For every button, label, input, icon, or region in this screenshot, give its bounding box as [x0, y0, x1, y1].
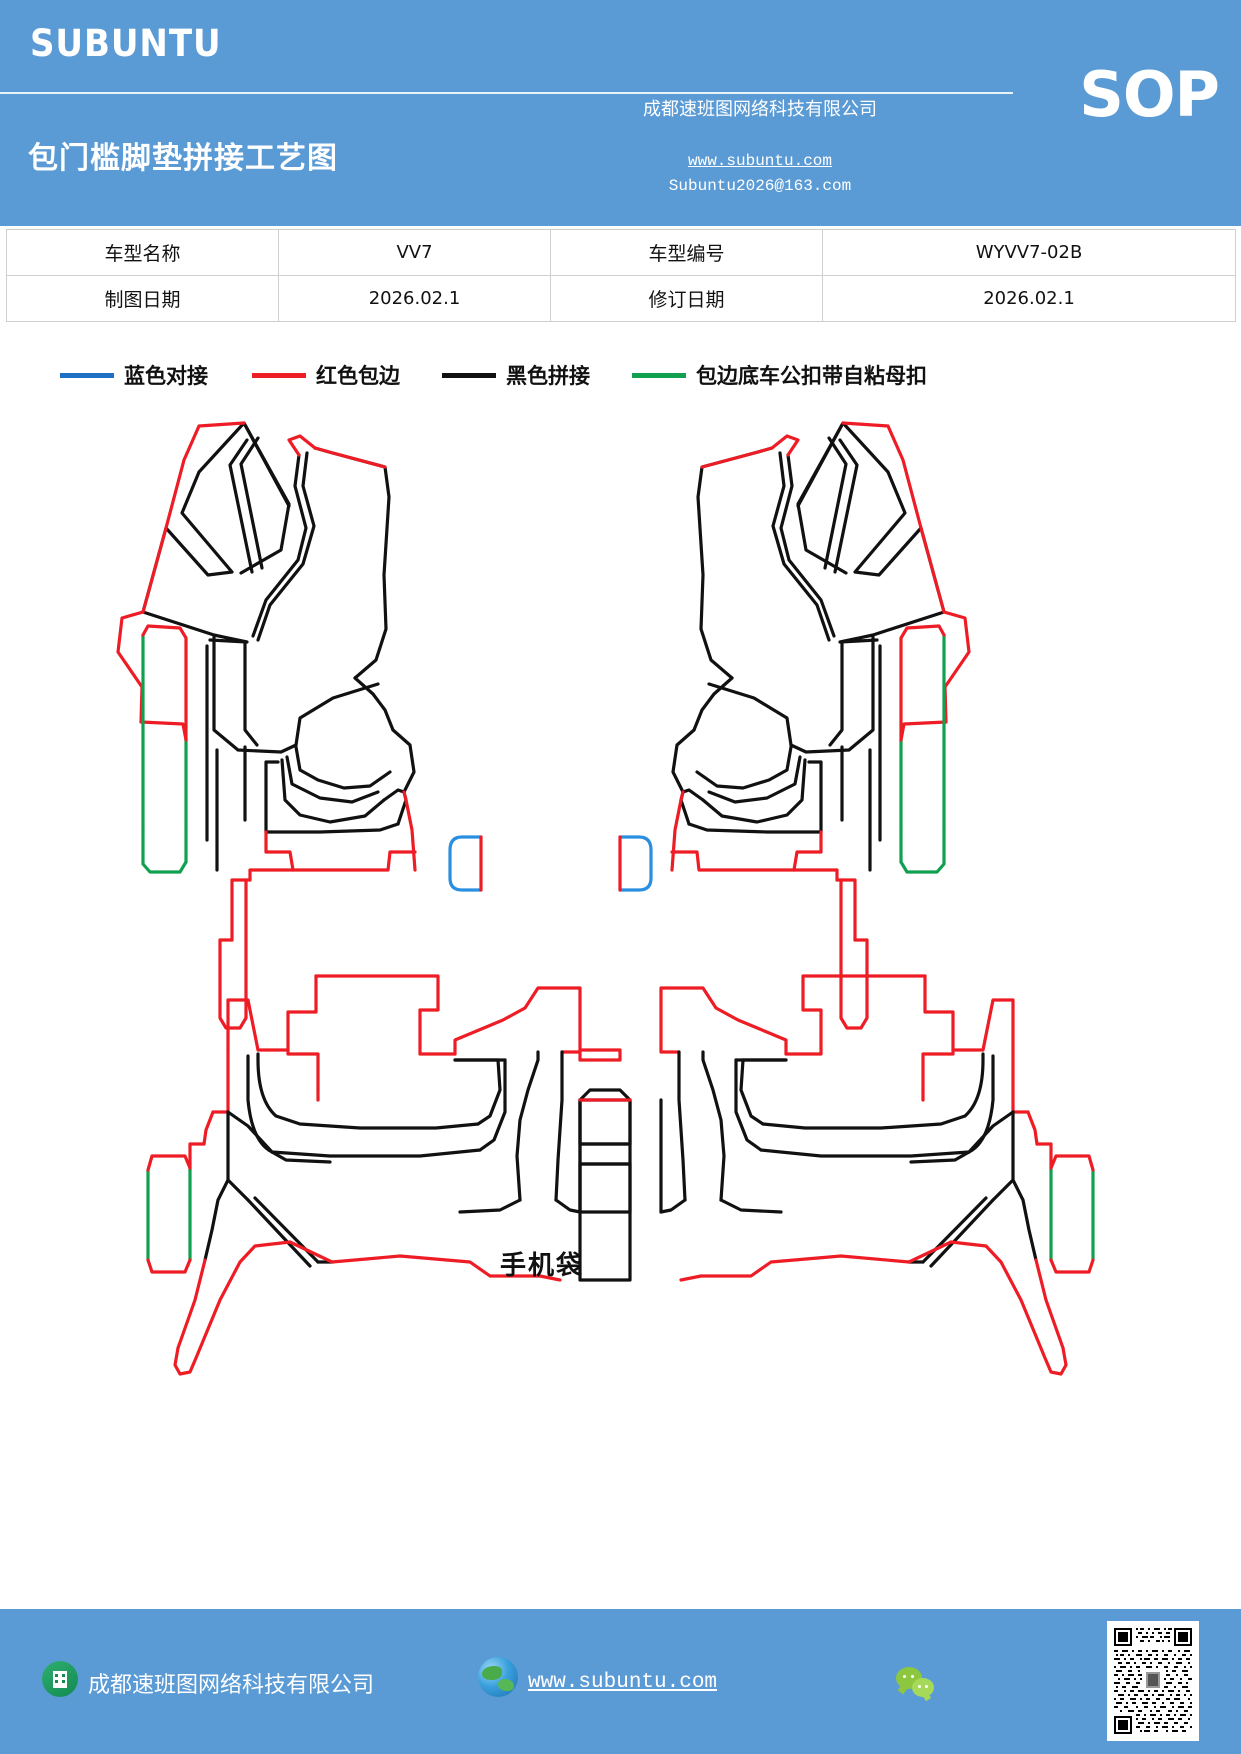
green-line-icon: [632, 372, 686, 378]
legend-label: 红色包边: [316, 364, 400, 388]
blue-line-icon: [60, 372, 114, 378]
legend-label: 黑色拼接: [506, 364, 590, 388]
qr-code: [1107, 1621, 1199, 1741]
label-draw-date: 制图日期: [6, 275, 279, 322]
value-draw-date: 2026.02.1: [278, 275, 551, 322]
front-right-mat-binding: [670, 421, 971, 1030]
page-header: SUBUNTU 包门槛脚垫拼接工艺图 成都速班图网络科技有限公司 www.sub…: [0, 0, 1241, 226]
value-model-code: WYVV7-02B: [822, 229, 1236, 276]
legend-item-black-splice: 黑色拼接: [442, 360, 590, 390]
legend: 蓝色对接 红色包边 黑色拼接 包边底车公扣带自粘母扣: [60, 360, 1090, 390]
header-divider: [0, 92, 1013, 94]
vehicle-info-table: 车型名称 VV7 车型编号 WYVV7-02B 制图日期 2026.02.1 修…: [6, 229, 1236, 322]
document-type-badge: SOP: [1079, 58, 1220, 131]
front-left-mat: [141, 421, 416, 872]
technical-drawing: 手机袋: [0, 400, 1241, 1430]
label-revision-date: 修订日期: [550, 275, 823, 322]
rear-mat-assembly-splices: [203, 1050, 1038, 1268]
globe-icon: [478, 1657, 518, 1697]
phone-pocket-left: [448, 835, 483, 892]
front-right-mat: [671, 421, 946, 872]
legend-item-red-edge-binding: 红色包边: [252, 360, 400, 390]
label-model-code: 车型编号: [550, 229, 823, 276]
table-row: 车型名称 VV7 车型编号 WYVV7-02B: [6, 229, 1236, 276]
front-right-sill-strip: [899, 624, 946, 874]
front-left-mat-binding: [116, 421, 417, 1030]
header-email: Subuntu2026@163.com: [668, 177, 852, 195]
header-website-link[interactable]: www.subuntu.com: [687, 152, 833, 170]
legend-item-green-hook-loop: 包边底车公扣带自粘母扣: [632, 360, 927, 390]
footer-website-link[interactable]: www.subuntu.com: [528, 1671, 718, 1694]
black-line-icon: [442, 372, 496, 378]
phone-pocket-label: 手机袋: [500, 1251, 585, 1281]
phone-pocket-right: [618, 835, 653, 892]
footer-company-name: 成都速班图网络科技有限公司: [88, 1672, 375, 1697]
center-tunnel-piece: [578, 1098, 632, 1282]
rear-left-sill-strip: [146, 1154, 192, 1274]
value-revision-date: 2026.02.1: [822, 275, 1236, 322]
legend-label: 蓝色对接: [124, 364, 208, 388]
red-line-icon: [252, 372, 306, 378]
header-company-name: 成都速班图网络科技有限公司: [643, 99, 877, 119]
label-model-name: 车型名称: [6, 229, 279, 276]
building-icon: [42, 1661, 78, 1697]
table-row: 制图日期 2026.02.1 修订日期 2026.02.1: [6, 275, 1236, 322]
front-left-sill-strip: [141, 624, 188, 874]
rear-right-sill-strip: [1049, 1154, 1095, 1274]
rear-mat-outer-binding: [173, 1240, 1068, 1376]
legend-item-blue-butt-joint: 蓝色对接: [60, 360, 208, 390]
page-footer: 成都速班图网络科技有限公司 www.subuntu.com: [0, 1609, 1241, 1754]
legend-label: 包边底车公扣带自粘母扣: [696, 364, 927, 388]
wechat-icon: [896, 1667, 940, 1701]
page-title: 包门槛脚垫拼接工艺图: [28, 141, 338, 176]
brand-logo: SUBUNTU: [30, 22, 222, 65]
value-model-name: VV7: [278, 229, 551, 276]
